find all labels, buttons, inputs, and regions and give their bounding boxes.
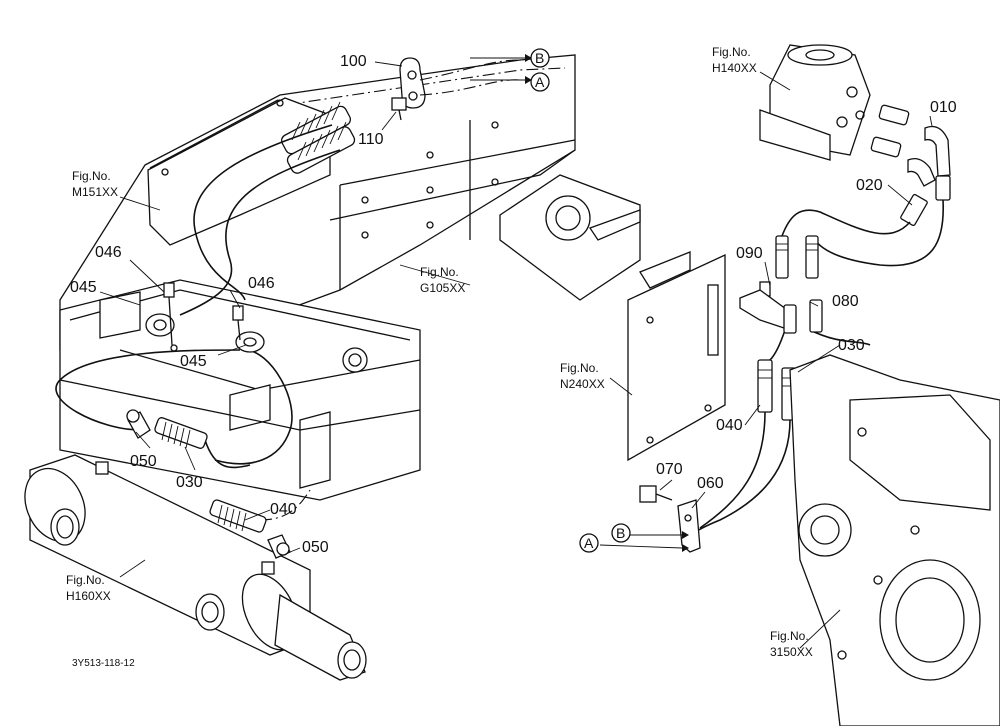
label-070: 070 (656, 461, 683, 478)
hoses-right (681, 199, 945, 541)
hoses-left (55, 59, 521, 521)
label-090: 090 (736, 245, 763, 262)
pump-h140 (759, 44, 871, 161)
hose-end-030-left (154, 417, 208, 449)
label-046-right: 046 (248, 275, 275, 292)
label-046-left: 046 (95, 244, 122, 261)
bolt-070 (639, 485, 673, 503)
fig-label-m151: Fig.No. (72, 169, 111, 183)
label-030-right: 030 (838, 337, 865, 354)
label-050-right: 050 (302, 539, 329, 556)
connector-a-bottom: A (584, 535, 594, 551)
label-045-top: 045 (70, 279, 97, 296)
fig-label-g105: Fig.No. (420, 265, 459, 279)
fig-label-h160: Fig.No. (66, 573, 105, 587)
connector-b-top: B (535, 50, 544, 66)
drawing-code: 3Y513-118-12 (72, 658, 135, 669)
fig-ref-h160: H160XX (66, 589, 111, 603)
fig-ref-n240: N240XX (560, 377, 605, 391)
hose-ends-040-right (757, 359, 797, 421)
label-030-left: 030 (176, 474, 203, 491)
fittings-010-020 (870, 104, 951, 227)
hose-end-040-left (209, 499, 267, 533)
leader-lines (99, 61, 933, 649)
bolt-110 (391, 97, 407, 121)
clamp-045-left (145, 282, 178, 352)
connector-arrows-top (470, 48, 550, 92)
label-020: 020 (856, 177, 883, 194)
label-060: 060 (697, 475, 724, 492)
fig-ref-m151: M151XX (72, 185, 118, 199)
fig-label-n240: Fig.No. (560, 361, 599, 375)
label-045-bottom: 045 (180, 353, 207, 370)
label-010: 010 (930, 99, 957, 116)
cross-member (59, 279, 421, 501)
connector-b-bottom: B (616, 525, 625, 541)
fig-label-h140: Fig.No. (712, 45, 751, 59)
fig-ref-h140: H140XX (712, 61, 757, 75)
label-100: 100 (340, 53, 367, 70)
adapters-080 (739, 289, 823, 334)
fig-label-3150: Fig.No. (770, 629, 809, 643)
clamp-045-right (232, 305, 265, 353)
label-080: 080 (832, 293, 859, 310)
label-110: 110 (358, 131, 384, 148)
connector-arrows-bottom (579, 523, 689, 553)
fig-ref-g105: G105XX (420, 281, 465, 295)
support-bracket-n240 (499, 174, 726, 462)
elbow-050-left (126, 409, 151, 439)
hose-ends-090 (759, 235, 819, 297)
label-050-left: 050 (130, 453, 157, 470)
gear-housing-3150 (789, 354, 1000, 726)
label-040-right: 040 (716, 417, 743, 434)
hydraulic-cylinder (24, 454, 367, 681)
clamp-060 (677, 499, 701, 553)
label-040-left: 040 (270, 501, 297, 518)
fig-ref-3150: 3150XX (770, 645, 813, 659)
connector-a-top: A (535, 74, 545, 90)
